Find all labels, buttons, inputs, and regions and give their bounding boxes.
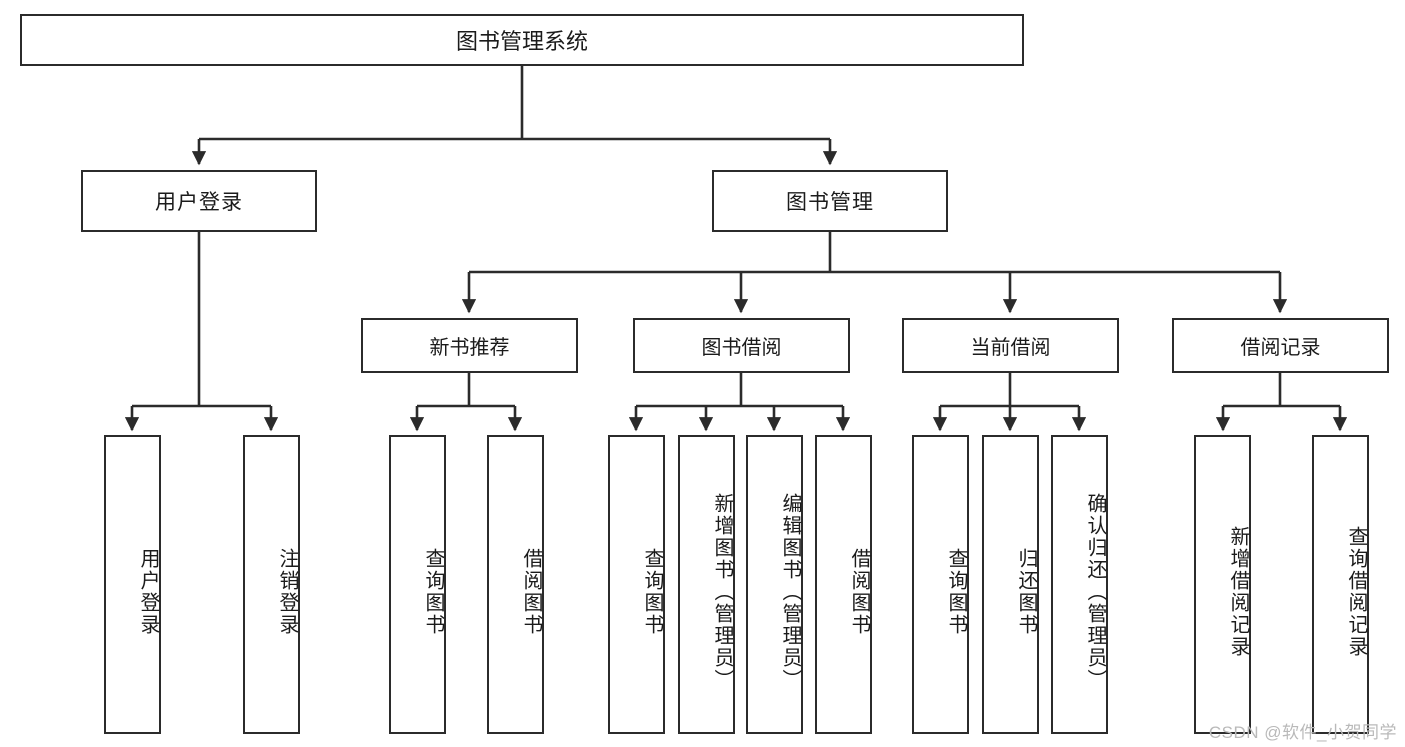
node-new-book-rec[interactable]: 新书推荐 xyxy=(361,318,578,373)
leaf-confirm-return[interactable]: 确认归还（管理员） xyxy=(1051,435,1108,734)
leaf-query-book-2-label: 查询图书 xyxy=(641,547,663,636)
leaf-user-login-label: 用户登录 xyxy=(137,547,159,636)
leaf-user-login[interactable]: 用户登录 xyxy=(104,435,161,734)
node-book-borrow-label: 图书借阅 xyxy=(701,337,782,359)
node-book-manage-label: 图书管理 xyxy=(786,191,874,214)
leaf-return-book[interactable]: 归还图书 xyxy=(982,435,1039,734)
leaf-borrow-book-1[interactable]: 借阅图书 xyxy=(487,435,544,734)
node-new-book-rec-label: 新书推荐 xyxy=(429,337,510,359)
leaf-query-book-3-label: 查询图书 xyxy=(945,547,967,636)
watermark: CSDN @软件_小贺同学 xyxy=(1208,723,1397,742)
leaf-query-book-2[interactable]: 查询图书 xyxy=(608,435,665,734)
node-user-login-label: 用户登录 xyxy=(155,191,243,214)
leaf-add-record-label: 新增借阅记录 xyxy=(1227,525,1249,658)
leaf-query-book-1-label: 查询图书 xyxy=(422,547,444,636)
node-book-manage[interactable]: 图书管理 xyxy=(712,170,948,232)
leaf-add-book[interactable]: 新增图书（管理员） xyxy=(678,435,735,734)
node-root[interactable]: 图书管理系统 xyxy=(20,14,1024,66)
node-current-borrow[interactable]: 当前借阅 xyxy=(902,318,1119,373)
leaf-edit-book-label: 编辑图书（管理员） xyxy=(779,492,801,691)
leaf-borrow-book-1-label: 借阅图书 xyxy=(520,547,542,636)
leaf-confirm-return-label: 确认归还（管理员） xyxy=(1084,492,1106,691)
leaf-query-record[interactable]: 查询借阅记录 xyxy=(1312,435,1369,734)
leaf-query-book-3[interactable]: 查询图书 xyxy=(912,435,969,734)
leaf-query-record-label: 查询借阅记录 xyxy=(1345,525,1367,658)
leaf-logout[interactable]: 注销登录 xyxy=(243,435,300,734)
node-book-borrow[interactable]: 图书借阅 xyxy=(633,318,850,373)
leaf-borrow-book-2[interactable]: 借阅图书 xyxy=(815,435,872,734)
leaf-logout-label: 注销登录 xyxy=(276,547,298,636)
node-borrow-record[interactable]: 借阅记录 xyxy=(1172,318,1389,373)
node-root-label: 图书管理系统 xyxy=(455,29,588,54)
leaf-return-book-label: 归还图书 xyxy=(1015,547,1037,636)
leaf-add-book-label: 新增图书（管理员） xyxy=(711,492,733,691)
node-current-borrow-label: 当前借阅 xyxy=(970,337,1051,359)
leaf-borrow-book-2-label: 借阅图书 xyxy=(848,547,870,636)
node-borrow-record-label: 借阅记录 xyxy=(1240,337,1321,359)
leaf-add-record[interactable]: 新增借阅记录 xyxy=(1194,435,1251,734)
leaf-edit-book[interactable]: 编辑图书（管理员） xyxy=(746,435,803,734)
leaf-query-book-1[interactable]: 查询图书 xyxy=(389,435,446,734)
node-user-login[interactable]: 用户登录 xyxy=(81,170,317,232)
